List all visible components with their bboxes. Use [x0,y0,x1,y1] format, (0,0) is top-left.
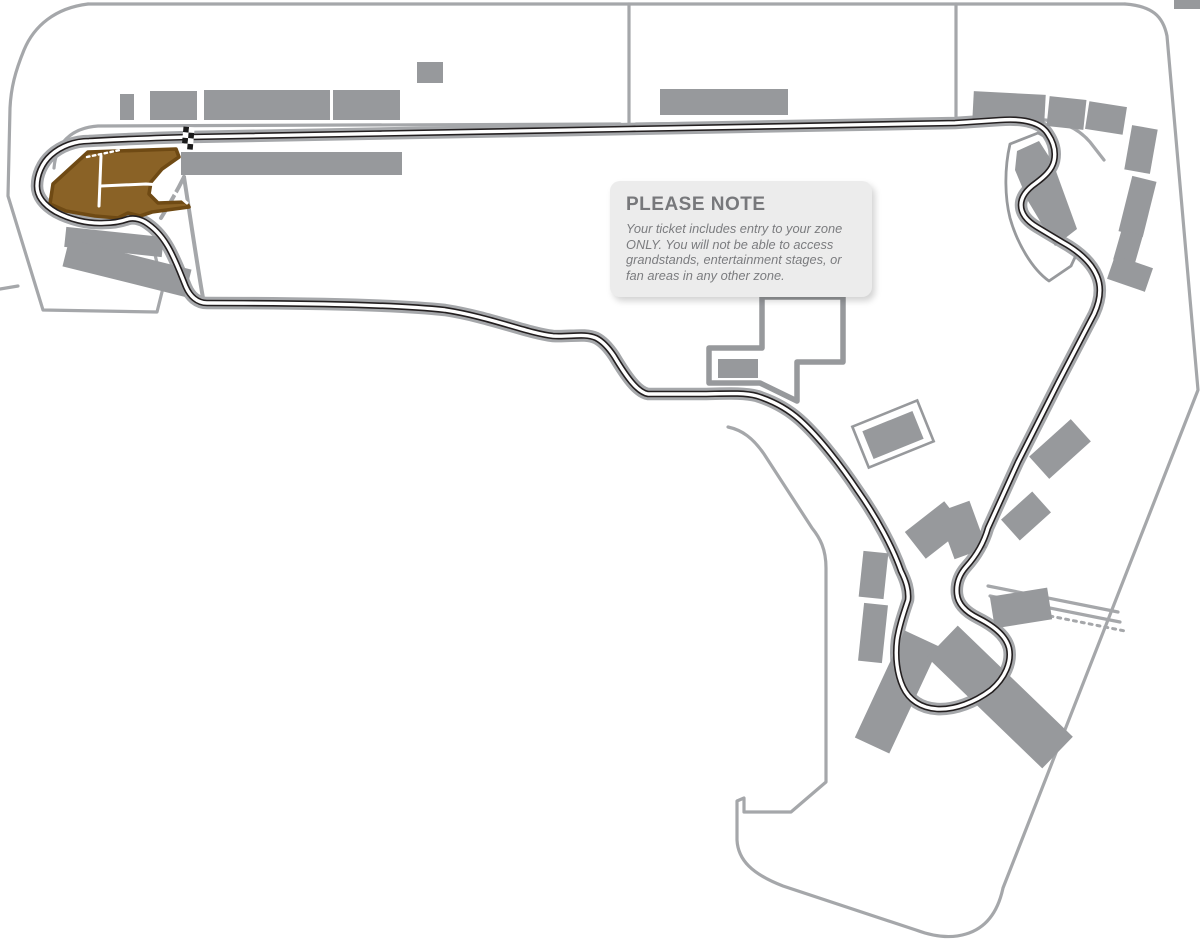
zone-note-box: PLEASE NOTE Your ticket includes entry t… [610,181,872,297]
note-title: PLEASE NOTE [626,194,766,215]
race-track [33,116,1104,713]
start-finish-checker-icon [181,126,195,150]
highlighted-ticket-zone [48,147,191,220]
track-zone-offset-lines [30,113,1107,716]
note-body: Your ticket includes entry to your zone … [626,221,843,283]
grandstand-blocks [62,0,1200,769]
